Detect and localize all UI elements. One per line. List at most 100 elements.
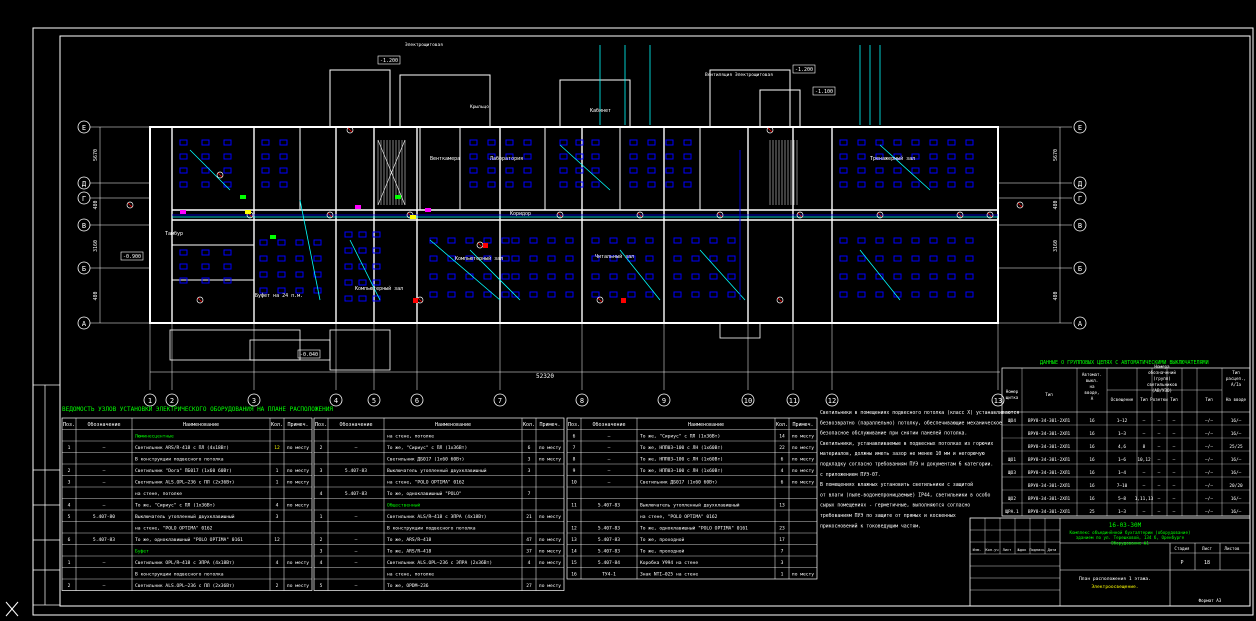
- light-fixture: [965, 237, 974, 244]
- axis-label: В: [82, 222, 86, 230]
- group-cell: ЩО2: [1008, 496, 1016, 502]
- light-fixture: [647, 139, 656, 146]
- table-cell: 5.407-83: [345, 491, 367, 497]
- group-cell: 1–3: [1118, 431, 1126, 437]
- switch-mark: [957, 212, 963, 218]
- table-cell: –: [103, 446, 106, 451]
- table-header: Обозначение: [87, 421, 120, 428]
- light-fixture: [947, 273, 956, 280]
- axis-bubble: [77, 191, 91, 205]
- group-cell: 16/–: [1231, 509, 1242, 515]
- axis-label: А: [1078, 320, 1083, 328]
- table-cell: 12: [274, 445, 280, 451]
- stamp-label: Дата: [1048, 548, 1057, 552]
- group-cell: –: [1173, 458, 1176, 463]
- table-header: Обозначение: [592, 421, 625, 428]
- light-fixture: [529, 255, 538, 262]
- marker: [245, 210, 251, 214]
- equipment-table-title: ВЕДОМОСТЬ УЗЛОВ УСТАНОВКИ ЭЛЕКТРИЧЕСКОГО…: [62, 406, 333, 413]
- axis-bubble: [165, 393, 179, 407]
- table-cell: 21: [526, 514, 532, 520]
- light-fixture: [929, 181, 938, 188]
- light-fixture: [911, 181, 920, 188]
- table-header: Наименование: [435, 422, 471, 428]
- axis-label: Б: [1078, 265, 1082, 273]
- table-cell: 9: [573, 468, 576, 474]
- light-fixture: [277, 287, 286, 294]
- light-fixture: [469, 181, 478, 188]
- table-cell: В конструкции подвесного потолка: [387, 526, 476, 532]
- group-header: Номер: [1006, 389, 1019, 394]
- table-header: Примеч.: [792, 422, 813, 428]
- light-fixture: [911, 139, 920, 146]
- light-fixture: [358, 231, 367, 238]
- table-cell: Знак NTI–025 на стене: [640, 572, 698, 578]
- table-cell: 47: [526, 537, 532, 543]
- switch-symbol: [556, 211, 564, 219]
- light-fixture: [575, 167, 584, 174]
- inner-frame: [59, 35, 1251, 607]
- axis-bubble: [1073, 218, 1087, 232]
- light-fixture: [575, 181, 584, 188]
- format-label: Формат А3: [1199, 598, 1222, 603]
- light-fixture: [683, 153, 692, 160]
- light-fixture: [487, 167, 496, 174]
- table-cell: То же, одноклавишный "POLO OPTIMA" 0161: [135, 537, 243, 543]
- dim-text: 3160: [1053, 240, 1059, 252]
- table-cell: То же, "Сириус" с ПЛ (1х36Вт): [640, 434, 720, 440]
- light-fixture: [358, 295, 367, 302]
- table-cell: 3: [276, 514, 279, 520]
- dim-text: 3160: [93, 240, 99, 252]
- light-fixture: [295, 239, 304, 246]
- switch-mark: [417, 297, 423, 303]
- group-cell: –: [1143, 471, 1146, 476]
- switch-mark: [777, 297, 783, 303]
- group-circuits-table: ДАННЫЕ О ГРУППОВЫХ ЦЕПЯХ С АВТОМАТИЧЕСКИ…: [1001, 360, 1251, 517]
- table-cell: 1: [68, 560, 71, 566]
- axis-bubble: [1073, 261, 1087, 275]
- light-fixture: [893, 181, 902, 188]
- porch: [719, 322, 761, 339]
- switch-mark: [877, 212, 883, 218]
- light-fixture: [591, 153, 600, 160]
- switch-mark: [477, 242, 483, 248]
- light-fixture: [223, 153, 232, 160]
- group-cell: –: [1158, 419, 1161, 424]
- light-fixture: [929, 139, 938, 146]
- light-fixture: [358, 263, 367, 270]
- light-fixture: [511, 291, 520, 298]
- axis-label: Б: [82, 265, 86, 273]
- table-cell: 6: [528, 445, 531, 451]
- light-fixture: [727, 237, 736, 244]
- light-fixture: [505, 181, 514, 188]
- light-fixture: [487, 181, 496, 188]
- note-line: Светильники, устанавливаемые в подвесных…: [820, 441, 993, 447]
- stamp-label: Лист: [1003, 548, 1012, 552]
- light-fixture: [727, 255, 736, 262]
- group-cell: ВРУ8-34-301-2ХЛ1: [1028, 431, 1071, 437]
- group-cell: –: [1173, 432, 1176, 437]
- room-label: Венткамера: [430, 156, 460, 162]
- table-cell: Светильник ALS.OPL–236 с ПЛ (2х36Вт): [135, 480, 235, 486]
- group-cell: 10,12: [1137, 457, 1151, 463]
- light-fixture: [483, 237, 492, 244]
- table-cell: 7: [573, 445, 576, 451]
- axis-bubble: [367, 393, 381, 407]
- light-fixture: [965, 139, 974, 146]
- table-cell: по месту: [287, 481, 309, 486]
- light-fixture: [627, 237, 636, 244]
- equipment-block: [61, 417, 313, 591]
- table-header: Кол.: [776, 422, 788, 428]
- group-header: светильников: [1147, 382, 1178, 387]
- table-cell: по месту: [287, 446, 309, 451]
- table-cell: –: [103, 504, 106, 509]
- group-cell: –/–: [1205, 483, 1213, 489]
- light-fixture: [465, 291, 474, 298]
- light-fixture: [344, 279, 353, 286]
- light-fixture: [313, 255, 322, 262]
- table-cell: по месту: [539, 561, 561, 566]
- axis-bubble: [825, 393, 839, 407]
- axis-label: 2: [170, 397, 174, 405]
